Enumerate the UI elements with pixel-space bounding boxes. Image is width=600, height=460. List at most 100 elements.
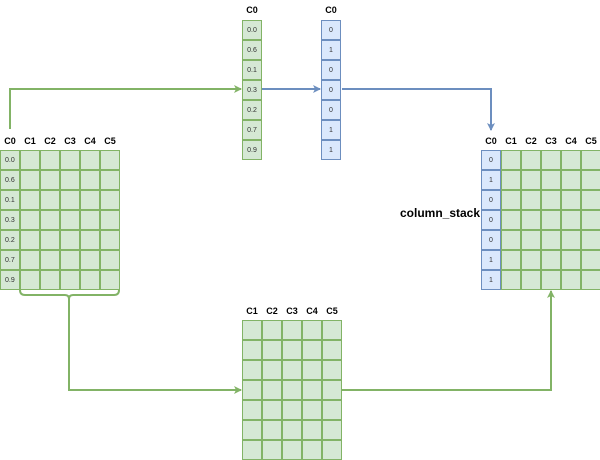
column-header: C0 <box>246 5 258 15</box>
empty-cell <box>262 420 282 440</box>
empty-cell <box>40 230 60 250</box>
empty-cell <box>282 440 302 460</box>
empty-cell <box>242 320 262 340</box>
empty-cell <box>60 250 80 270</box>
empty-cell <box>20 210 40 230</box>
value-cell: 0 <box>481 230 501 250</box>
empty-cell <box>80 230 100 250</box>
empty-cell <box>521 210 541 230</box>
value-cell: 0 <box>321 20 341 40</box>
column-header: C2 <box>266 306 278 316</box>
empty-cell <box>282 380 302 400</box>
empty-cell <box>242 360 262 380</box>
empty-cell <box>40 150 60 170</box>
empty-cell <box>541 230 561 250</box>
value-cell: 1 <box>481 170 501 190</box>
empty-cell <box>302 320 322 340</box>
empty-cell <box>242 420 262 440</box>
empty-cell <box>541 150 561 170</box>
empty-cell <box>501 170 521 190</box>
empty-cell <box>40 190 60 210</box>
empty-cell <box>282 340 302 360</box>
empty-cell <box>60 270 80 290</box>
empty-cell <box>302 340 322 360</box>
empty-cell <box>541 210 561 230</box>
empty-cell <box>20 230 40 250</box>
value-cell: 0.7 <box>242 120 262 140</box>
empty-cell <box>322 380 342 400</box>
empty-cell <box>521 250 541 270</box>
column-header: C4 <box>84 136 96 146</box>
empty-cell <box>60 210 80 230</box>
empty-cell <box>262 360 282 380</box>
empty-cell <box>100 190 120 210</box>
empty-cell <box>302 400 322 420</box>
empty-cell <box>521 270 541 290</box>
value-cell: 0 <box>321 80 341 100</box>
empty-cell <box>100 270 120 290</box>
empty-cell <box>541 250 561 270</box>
empty-cell <box>262 320 282 340</box>
empty-cell <box>521 230 541 250</box>
empty-cell <box>242 400 262 420</box>
value-cell: 0.1 <box>0 190 20 210</box>
value-cell: 1 <box>321 40 341 60</box>
empty-cell <box>282 320 302 340</box>
column-header: C0 <box>485 136 497 146</box>
column-header: C2 <box>44 136 56 146</box>
empty-cell <box>501 230 521 250</box>
value-cell: 1 <box>321 140 341 160</box>
empty-cell <box>322 440 342 460</box>
empty-cell <box>20 190 40 210</box>
arrow-bracket-to-bottom <box>68 299 242 394</box>
empty-cell <box>262 440 282 460</box>
column-header: C5 <box>326 306 338 316</box>
empty-cell <box>100 170 120 190</box>
empty-cell <box>322 420 342 440</box>
value-cell: 0.3 <box>0 210 20 230</box>
empty-cell <box>262 380 282 400</box>
empty-cell <box>80 210 100 230</box>
column-header: C0 <box>4 136 16 146</box>
arrow-left-to-green-column <box>9 85 242 129</box>
column-header: C4 <box>306 306 318 316</box>
empty-cell <box>100 230 120 250</box>
value-cell: 0 <box>481 210 501 230</box>
empty-cell <box>20 250 40 270</box>
column-header: C3 <box>286 306 298 316</box>
empty-cell <box>541 270 561 290</box>
empty-cell <box>80 150 100 170</box>
empty-cell <box>561 190 581 210</box>
empty-cell <box>282 400 302 420</box>
empty-cell <box>302 380 322 400</box>
value-cell: 0 <box>321 100 341 120</box>
empty-cell <box>561 270 581 290</box>
empty-cell <box>501 210 521 230</box>
arrow-blue-to-result <box>342 88 495 131</box>
empty-cell <box>561 170 581 190</box>
value-cell: 0.6 <box>242 40 262 60</box>
empty-cell <box>581 190 600 210</box>
empty-cell <box>80 190 100 210</box>
empty-cell <box>561 230 581 250</box>
empty-cell <box>561 250 581 270</box>
empty-cell <box>242 340 262 360</box>
empty-cell <box>302 420 322 440</box>
bracket-c1-c5 <box>19 289 120 300</box>
value-cell: 0 <box>481 150 501 170</box>
value-cell: 0.3 <box>242 80 262 100</box>
empty-cell <box>40 170 60 190</box>
empty-cell <box>561 150 581 170</box>
empty-cell <box>40 270 60 290</box>
arrow-bottom-to-result <box>342 290 555 391</box>
empty-cell <box>60 190 80 210</box>
empty-cell <box>282 420 302 440</box>
empty-cell <box>581 210 600 230</box>
empty-cell <box>20 150 40 170</box>
empty-cell <box>521 150 541 170</box>
empty-cell <box>302 440 322 460</box>
empty-cell <box>80 170 100 190</box>
empty-cell <box>100 210 120 230</box>
column-header: C5 <box>104 136 116 146</box>
empty-cell <box>60 150 80 170</box>
